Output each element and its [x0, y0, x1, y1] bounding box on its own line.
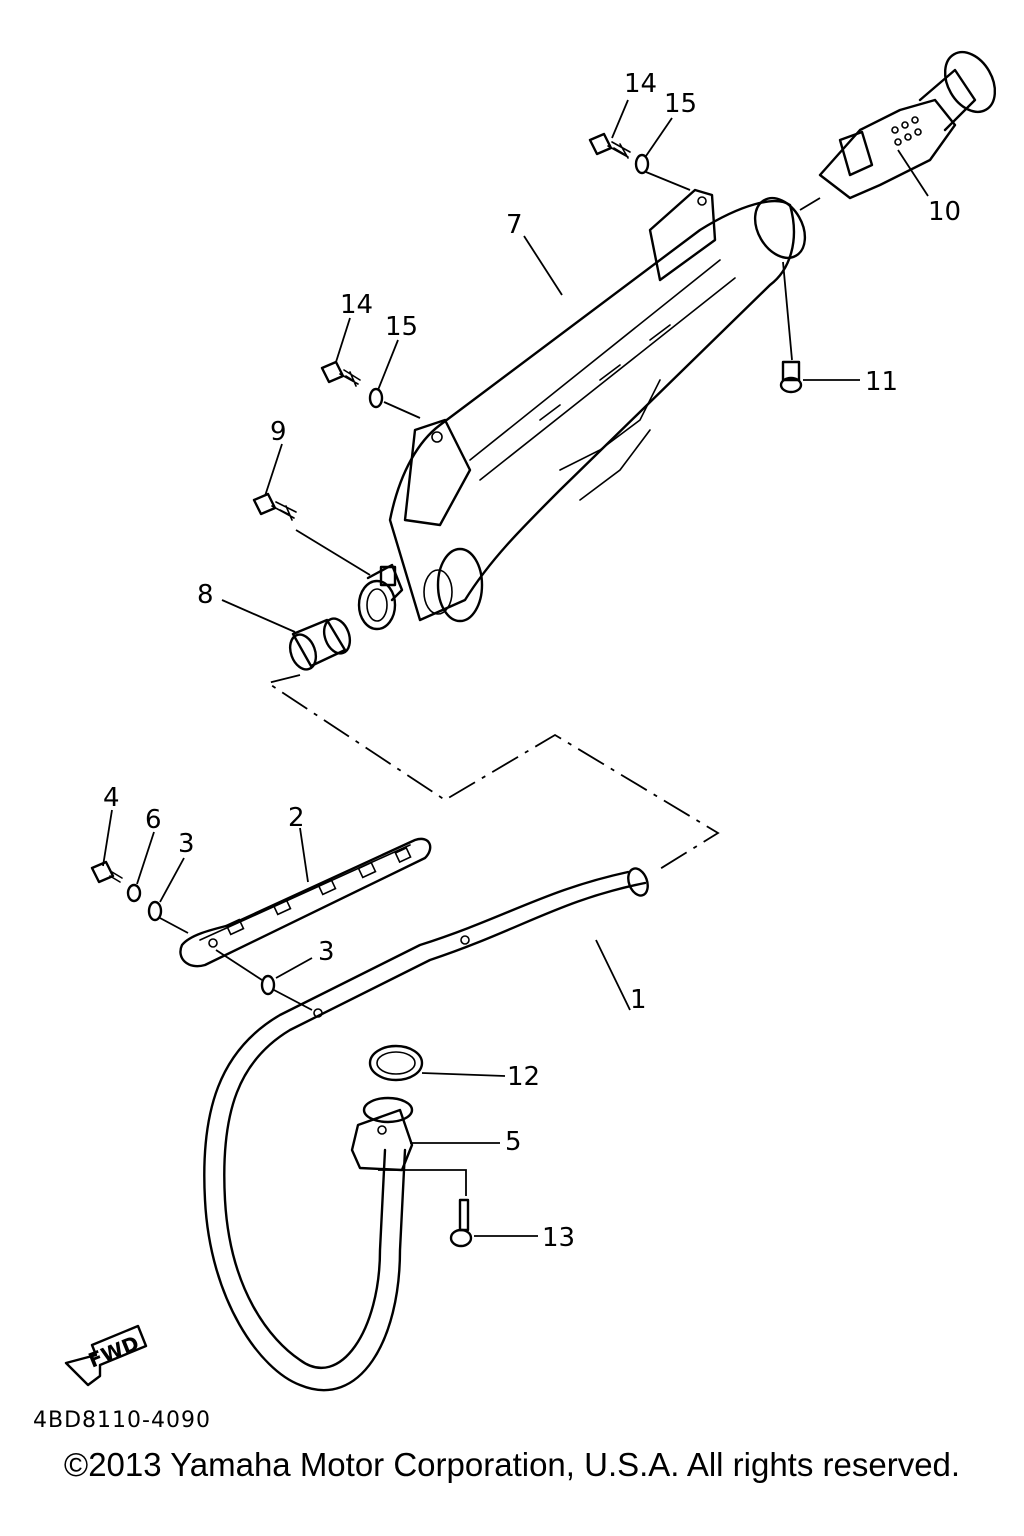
muffler-body	[388, 196, 807, 623]
callout-3: 3	[178, 829, 195, 859]
callout-2: 2	[288, 803, 305, 833]
bolt-11	[779, 360, 803, 394]
callout-7: 7	[506, 210, 523, 240]
bolt-13	[449, 1198, 473, 1248]
leader-lines	[102, 99, 929, 1237]
callout-13: 13	[542, 1223, 575, 1253]
bolt-9	[252, 492, 297, 521]
callout-12: 12	[507, 1062, 540, 1092]
gasket-12	[368, 1044, 424, 1082]
callout-5: 5	[505, 1127, 522, 1157]
washer-3-upper	[147, 900, 163, 922]
callout-14: 14	[624, 69, 657, 99]
muffler-clamp	[357, 563, 404, 631]
bolt-14-upper	[588, 132, 631, 159]
dash-chain-lines	[265, 674, 720, 873]
callout-14: 14	[340, 290, 373, 320]
bolt-4	[90, 860, 123, 884]
callout-6: 6	[145, 805, 162, 835]
spark-arrester	[818, 50, 997, 200]
fwd-arrow-icon: FWD	[64, 1324, 148, 1387]
exhaust-pipe	[203, 867, 649, 1392]
muffler-bracket-rear	[648, 188, 717, 282]
callout-11: 11	[865, 367, 898, 397]
callout-15: 15	[664, 89, 697, 119]
copyright-notice: ©2013 Yamaha Motor Corporation, U.S.A. A…	[63, 1446, 961, 1483]
muffler-bracket-front	[403, 418, 472, 527]
callout-3: 3	[318, 937, 335, 967]
callout-15: 15	[385, 312, 418, 342]
callout-9: 9	[270, 417, 287, 447]
callout-4: 4	[103, 783, 120, 813]
callout-1: 1	[630, 985, 647, 1015]
exhaust-flange-5	[350, 1096, 414, 1172]
washer-3-lower	[260, 974, 276, 996]
washer-6	[126, 883, 142, 903]
gasket-8	[288, 617, 352, 671]
washer-15-lower	[368, 387, 384, 409]
callout-10: 10	[928, 197, 961, 227]
callout-labels: 1 2 3 3 4 5 6 7 8 9 10 11 12 13 14 14 15…	[103, 69, 961, 1253]
bolt-14-lower	[320, 360, 361, 387]
drawing-code: 4BD8110-4090	[33, 1408, 211, 1433]
heat-protector	[179, 837, 432, 968]
callout-8: 8	[197, 580, 214, 610]
washer-15-upper	[634, 153, 650, 175]
